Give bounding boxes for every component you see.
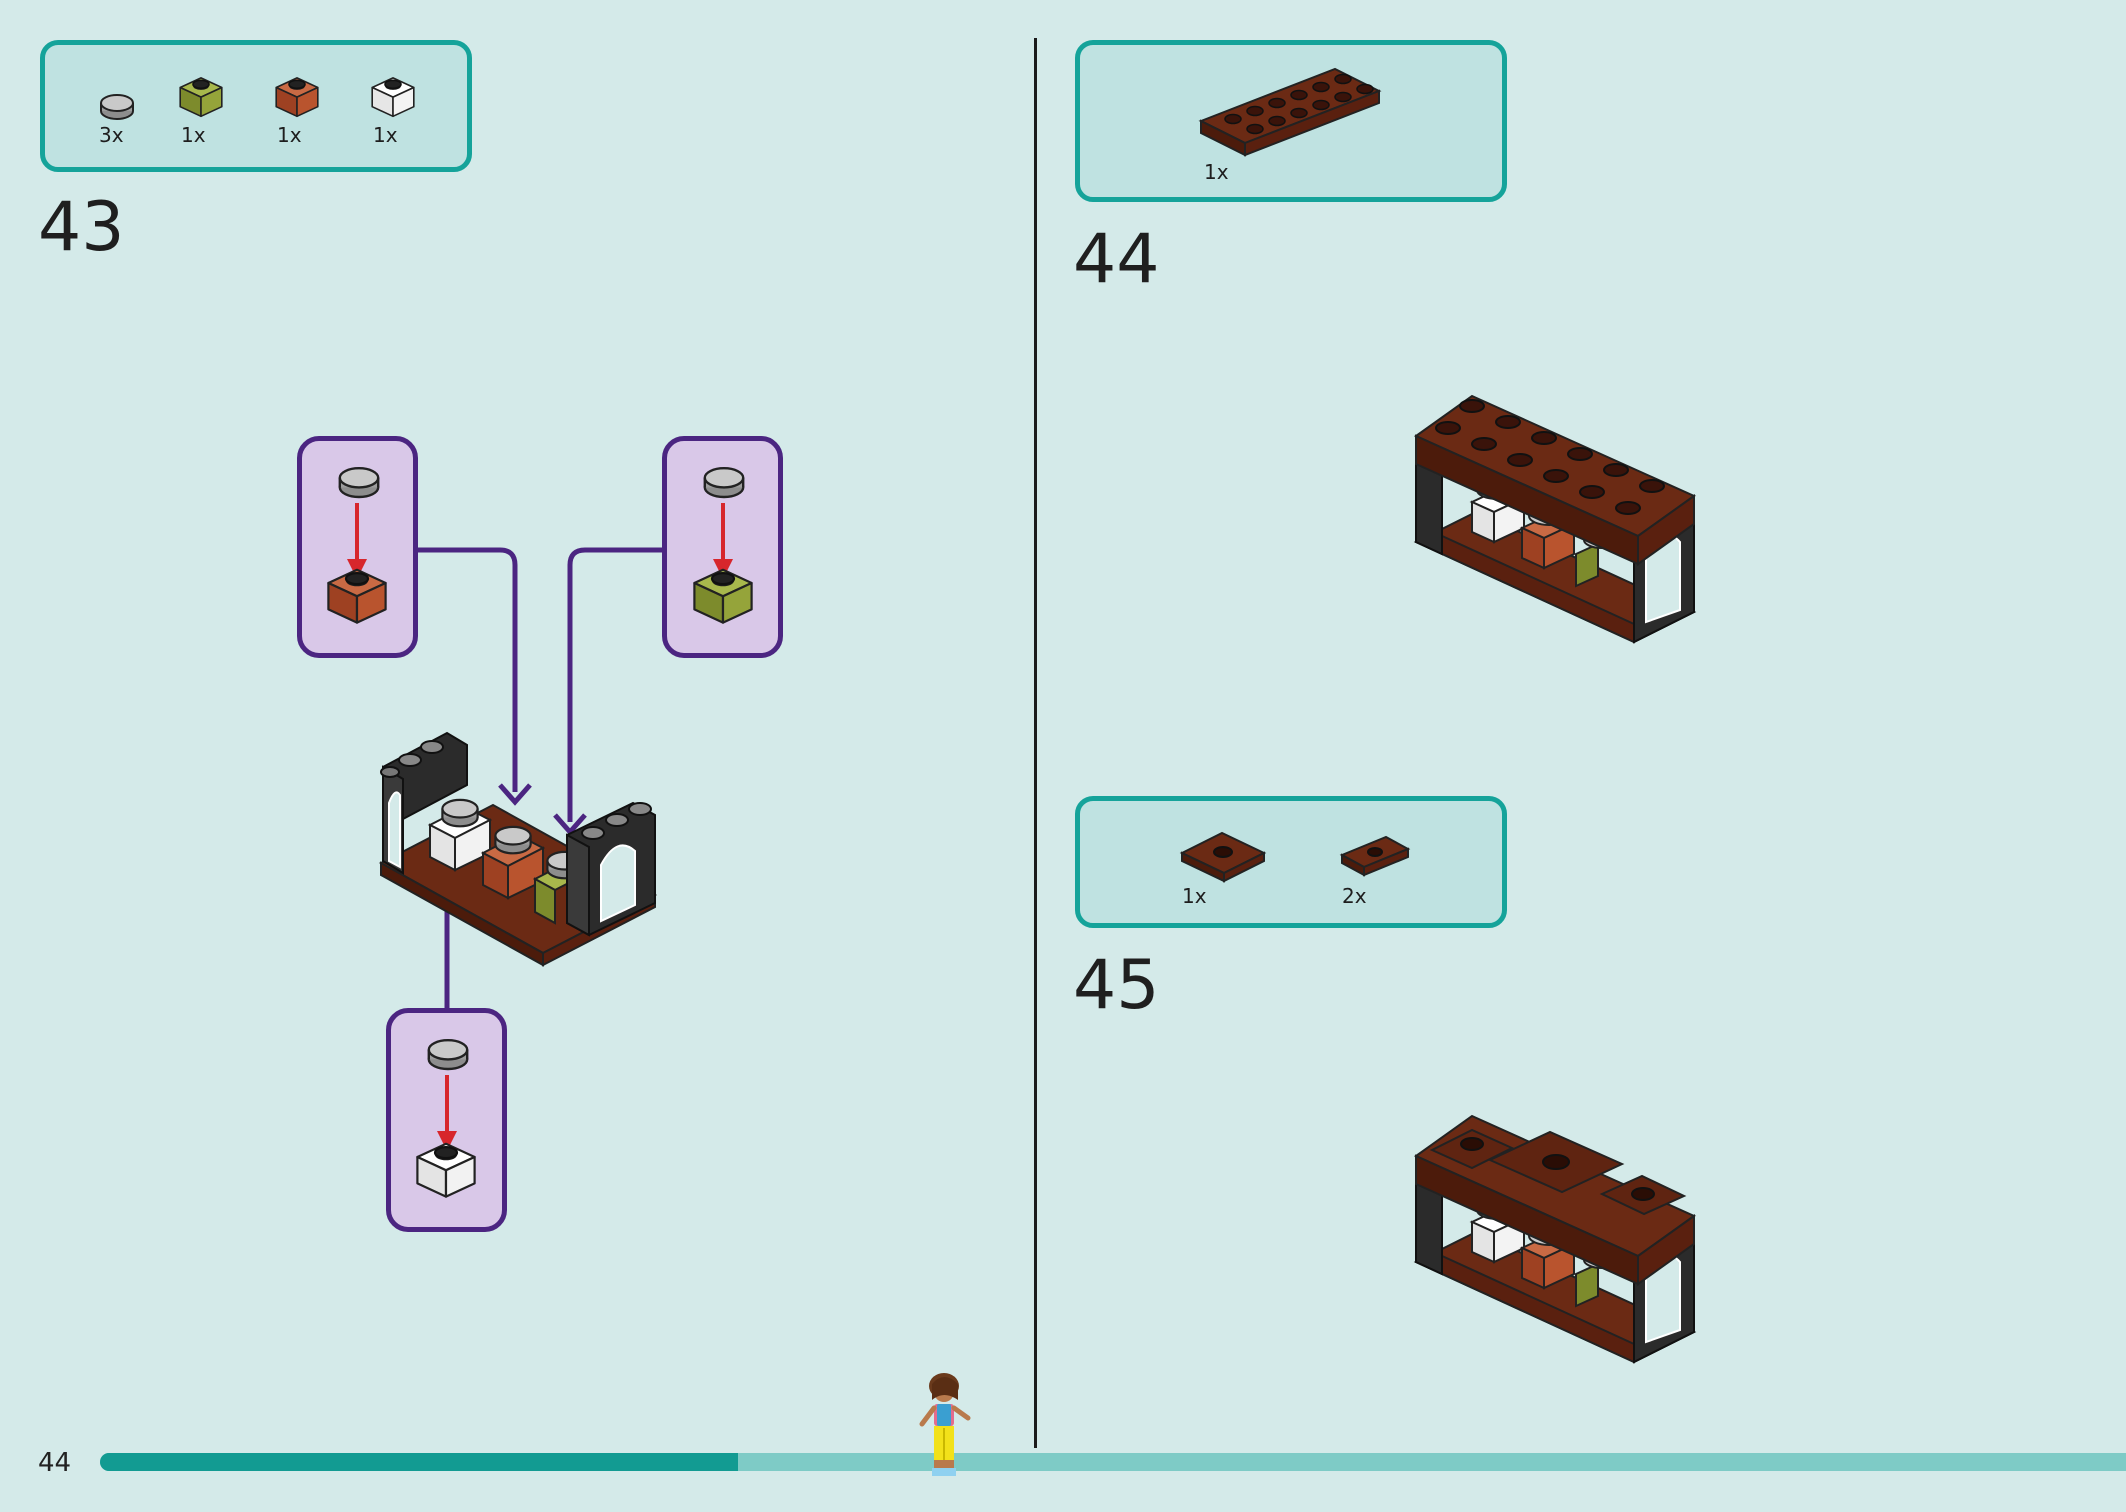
parts-box-step-43: 3x 1x 1x 1x [40,40,472,172]
callout-tile-on-reddish-brown [297,436,418,658]
parts-box-step-44: 1x [1075,40,1507,202]
part-qty: 1x [277,123,302,147]
part-qty: 1x [181,123,206,147]
brown-jumper-plate-2x2-part [1179,831,1267,883]
part-qty: 1x [1204,160,1229,184]
brown-plate-2x6-part [1198,67,1382,157]
page-divider [1034,38,1037,1448]
step-number-45: 45 [1073,946,1160,1025]
model-step-43 [378,731,658,967]
callout-tile-on-white [386,1008,507,1232]
minifigure-progress-marker [919,1373,971,1476]
part-qty: 1x [1182,884,1207,908]
callout-illustration [667,467,778,653]
model-step-44 [1413,394,1697,644]
brown-jumper-plate-1x2-part [1339,835,1411,877]
callout-illustration [391,1038,502,1227]
part-qty: 2x [1342,884,1367,908]
step-number-44: 44 [1073,220,1160,299]
page-number: 44 [38,1448,72,1478]
callout-tile-on-olive [662,436,783,658]
model-step-45 [1413,1114,1697,1364]
part-qty: 1x [373,123,398,147]
progress-bar-fill [100,1453,738,1471]
part-qty: 3x [99,123,124,147]
callout-illustration [302,467,413,653]
step-number-43: 43 [38,188,125,267]
callout-arrows [415,547,665,1010]
parts-box-step-45: 1x 2x [1075,796,1507,928]
